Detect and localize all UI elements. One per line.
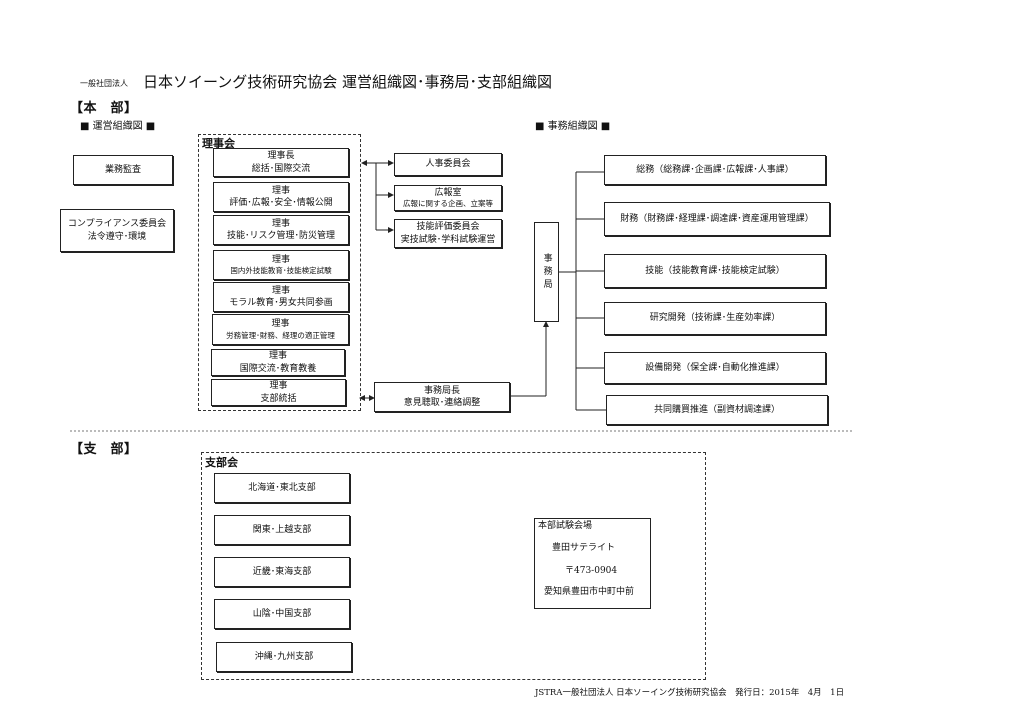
gyomu-kansa-text: 業務監査: [104, 164, 141, 175]
department-soumu: 総務（総務課･企画課･広報課･人事課）: [604, 155, 826, 185]
venue-postal: 〒473-0904: [565, 566, 618, 576]
branch-okinawa-kyushu: 沖縄･九州支部: [216, 642, 352, 672]
committee-title: 人事委員会: [425, 159, 471, 170]
jinji-iinkai-box: 人事委員会: [394, 153, 502, 176]
riji-role: 理事: [271, 319, 290, 330]
riji-box-5: 理事 モラル教育･男女共同参画: [213, 282, 349, 312]
venue-title: 本部試験会場: [538, 521, 593, 531]
org-prefix: 一般社団法人: [80, 79, 128, 88]
riji-duty: 支部統括: [260, 393, 297, 404]
riji-duty: 労務管理･財務、経理の適正管理: [226, 330, 335, 340]
jimukyoku-cho-title: 事務局長: [423, 385, 460, 396]
rijikai-label: 理事会: [202, 137, 235, 150]
honbu-heading: 【本 部】: [70, 101, 138, 116]
jimukyoku-text: 事務局: [541, 252, 552, 292]
committee-desc: 実技試験･学科試験運営: [400, 234, 496, 245]
department-text: 財務（財務課･経理課･調達課･資産運用管理課）: [620, 213, 814, 224]
department-setsubi: 設備開発（保全課･自動化推進課）: [604, 352, 826, 384]
compliance-box: コンプライアンス委員会 法令遵守･環境: [60, 209, 174, 252]
compliance-title: コンプライアンス委員会: [67, 219, 167, 230]
department-ginou: 技能（技能教育課･技能検定試験）: [604, 254, 826, 288]
riji-role: 理事: [271, 185, 290, 196]
department-zaimu: 財務（財務課･経理課･調達課･資産運用管理課）: [604, 202, 830, 236]
riji-box-1: 理事長 総括･国際交流: [213, 148, 349, 177]
riji-duty: 総括･国際交流: [251, 163, 311, 174]
riji-box-8: 理事 支部統括: [211, 379, 346, 406]
venue-box: 本部試験会場 豊田サテライト 〒473-0904 愛知県豊田市中町中前: [534, 518, 651, 609]
committee-title: 広報室: [434, 187, 462, 198]
committee-desc: 広報に関する企画、立案等: [403, 199, 493, 208]
shibukai-label: 支部会: [205, 456, 238, 469]
riji-role: 理事: [271, 285, 290, 296]
riji-box-4: 理事 国内外技能教育･技能検定試験: [213, 250, 349, 280]
riji-duty: 評価･広報･安全･情報公開: [229, 198, 333, 208]
venue-name: 豊田サテライト: [552, 543, 616, 553]
ginou-hyouka-box: 技能評価委員会 実技試験･学科試験運営: [394, 219, 502, 248]
compliance-desc: 法令遵守･環境: [87, 231, 147, 242]
branch-text: 近畿･東海支部: [252, 566, 312, 577]
rijikai-group: [198, 134, 361, 411]
page-title: 日本ソイーング技術研究協会 運営組織図･事務局･支部組織図: [143, 73, 553, 91]
riji-box-7: 理事 国際交流･教育教養: [211, 349, 345, 376]
jimu-label: ■ 事務組織図 ■: [535, 121, 611, 132]
branch-text: 北海道･東北支部: [248, 482, 316, 493]
riji-duty: 技能･リスク管理･防災管理: [226, 231, 335, 241]
department-text: 総務（総務課･企画課･広報課･人事課）: [636, 164, 794, 175]
kohoshitsu-box: 広報室 広報に関する企画、立案等: [394, 185, 502, 211]
riji-role: 理事: [271, 218, 290, 229]
branch-kanto-joetsu: 関東･上越支部: [214, 515, 350, 545]
jimukyoku-cho-desc: 意見聴取･連絡調整: [403, 398, 481, 408]
jimukyoku-cho-box: 事務局長 意見聴取･連絡調整: [374, 382, 510, 412]
department-kenkyu: 研究開発（技術課･生産効率課）: [604, 302, 826, 335]
riji-role: 理事: [271, 254, 290, 265]
branch-sanin-chugoku: 山陰･中国支部: [214, 599, 350, 629]
riji-role: 理事長: [267, 151, 295, 162]
riji-duty: モラル教育･男女共同参画: [229, 298, 333, 308]
venue-address: 愛知県豊田市中町中前: [544, 587, 635, 597]
branch-text: 沖縄･九州支部: [254, 651, 314, 662]
branch-text: 山陰･中国支部: [252, 608, 312, 619]
shibukai-group: [201, 452, 706, 680]
riji-box-6: 理事 労務管理･財務、経理の適正管理: [212, 314, 349, 345]
shibu-heading: 【支 部】: [70, 442, 138, 457]
riji-role: 理事: [268, 351, 287, 362]
department-text: 設備開発（保全課･自動化推進課）: [645, 362, 785, 373]
committee-title: 技能評価委員会: [416, 222, 480, 233]
riji-duty: 国内外技能教育･技能検定試験: [230, 266, 332, 275]
branch-hokkaido-tohoku: 北海道･東北支部: [214, 473, 350, 503]
department-text: 研究開発（技術課･生産効率課）: [649, 313, 781, 324]
riji-duty: 国際交流･教育教養: [239, 363, 317, 374]
riji-box-3: 理事 技能･リスク管理･防災管理: [213, 215, 349, 245]
branch-kinki-tokai: 近畿･東海支部: [214, 557, 350, 587]
jimukyoku-box: 事務局: [534, 222, 559, 322]
branch-text: 関東･上越支部: [252, 524, 312, 535]
department-text: 共同購買推進（副資材調達課）: [653, 404, 780, 415]
riji-role: 理事: [269, 381, 288, 392]
riji-box-2: 理事 評価･広報･安全･情報公開: [213, 182, 349, 212]
gyomu-kansa-box: 業務監査: [73, 155, 173, 185]
department-kyodo: 共同購買推進（副資材調達課）: [606, 395, 828, 425]
footer-text: JSTRA一般社団法人 日本ソーイング技術研究協会 発行日：2015年 4月 1…: [535, 688, 845, 698]
unei-label: ■ 運営組織図 ■: [80, 121, 156, 132]
department-text: 技能（技能教育課･技能検定試験）: [645, 265, 785, 276]
